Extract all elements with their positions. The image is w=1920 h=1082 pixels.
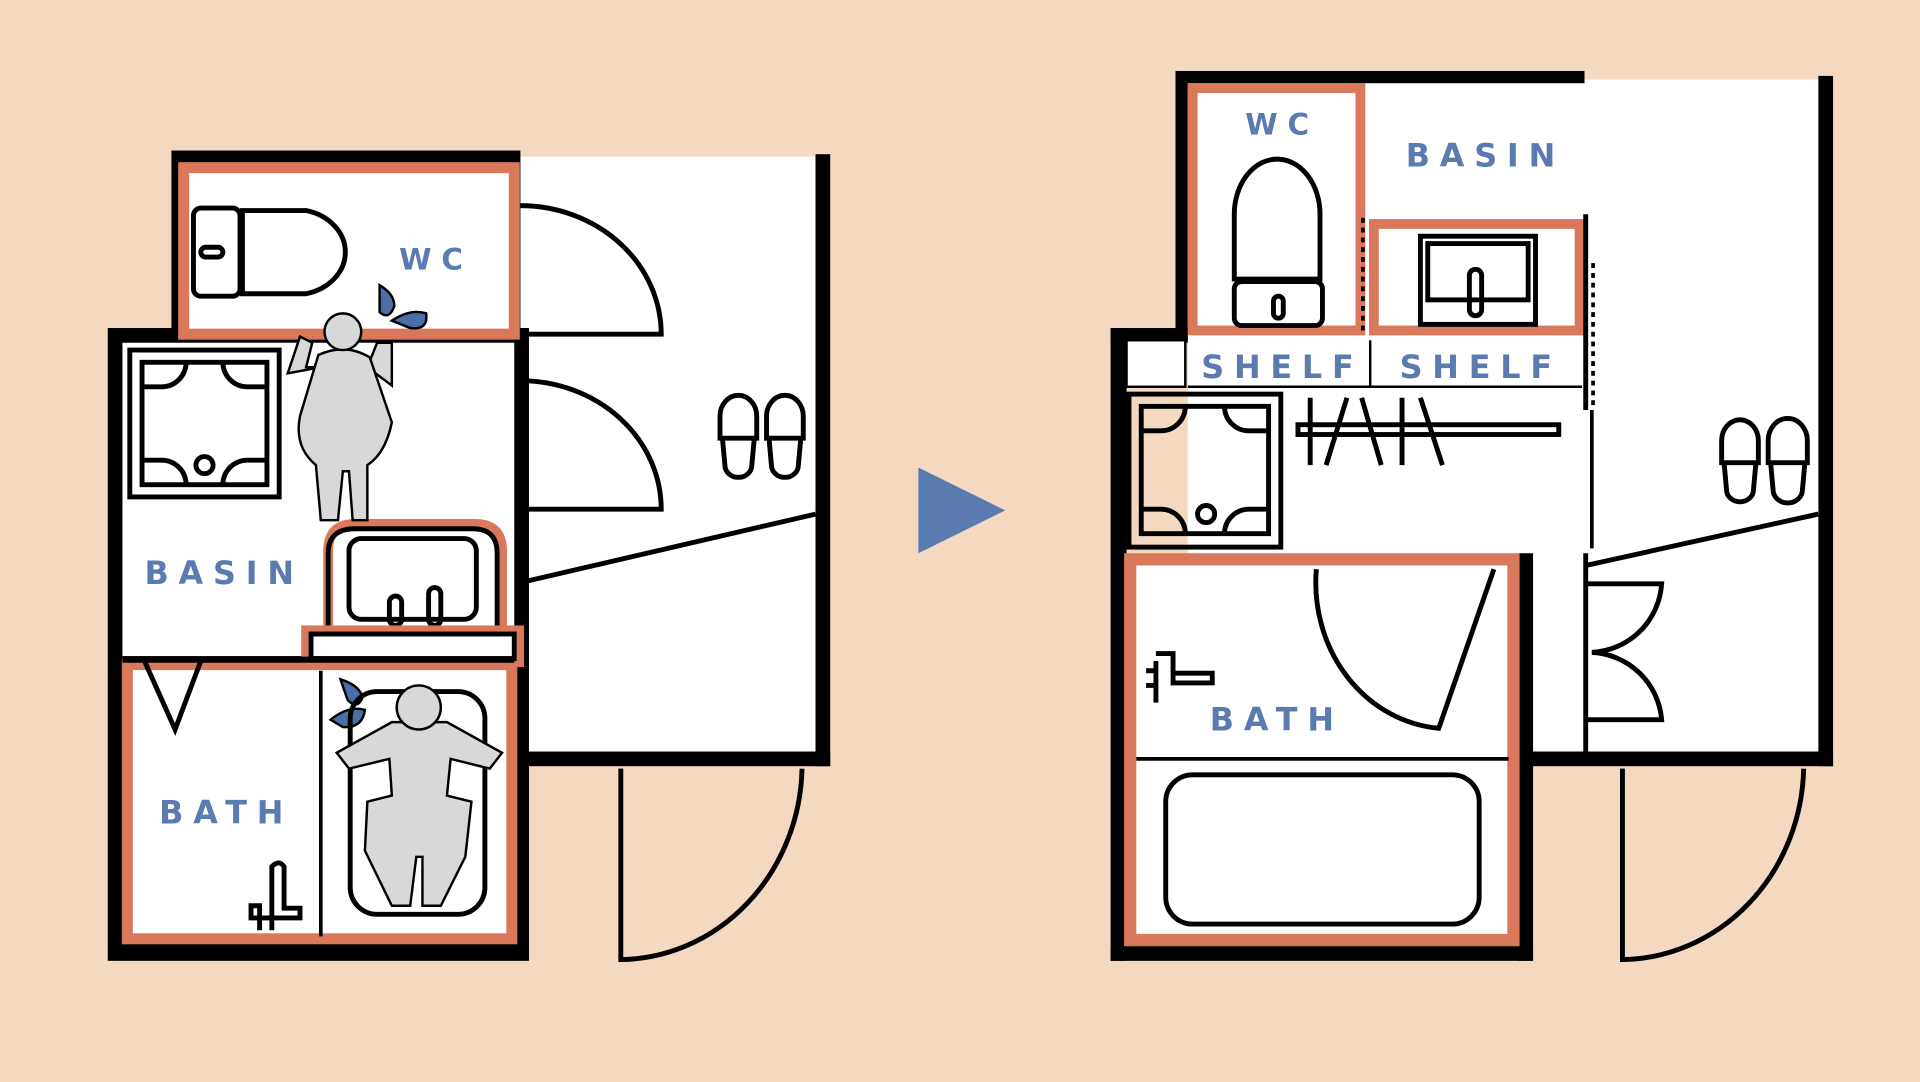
bathtub-icon [1163,772,1482,927]
basin-label: BASIN [144,554,303,592]
plan-after: WC BASIN SHELF SHELF [1110,70,1834,963]
basin-area [1368,219,1585,336]
hallway [520,156,823,759]
wall [815,154,831,767]
shelf-row: SHELF SHELF [1125,339,1583,389]
washing-machine-icon [127,347,282,500]
water-drops-icon [328,283,428,729]
door-icon [1313,568,1497,731]
wc-label: WC [399,242,473,276]
sink-icon [1417,233,1538,327]
faucet-icon [248,860,303,931]
toilet-icon [191,205,348,299]
plan-before: WC BASIN BAT [107,150,831,963]
bath-label: BATH [159,794,293,832]
person-bathing-icon [334,684,504,907]
washing-machine-icon [1126,391,1284,550]
slippers-icon [1719,416,1810,506]
bath-label: BATH [1210,701,1344,739]
shelf-label: SHELF [1201,348,1363,386]
door-icon [519,203,817,963]
wc-label: WC [1245,108,1319,142]
door-icon [1583,511,1819,963]
basin-label: BASIN [1406,136,1565,174]
slippers-icon [717,392,806,480]
wc-room [1187,83,1366,336]
sink-icon [301,518,525,668]
person-standing-icon [285,312,394,522]
faucet-icon [1146,651,1215,703]
toilet-icon [1231,156,1325,329]
arrow-right-icon [918,467,1006,554]
shelf-label: SHELF [1400,348,1562,386]
wall [520,751,831,767]
hanging-rod-icon [1295,397,1562,466]
shower-icon [142,659,204,736]
